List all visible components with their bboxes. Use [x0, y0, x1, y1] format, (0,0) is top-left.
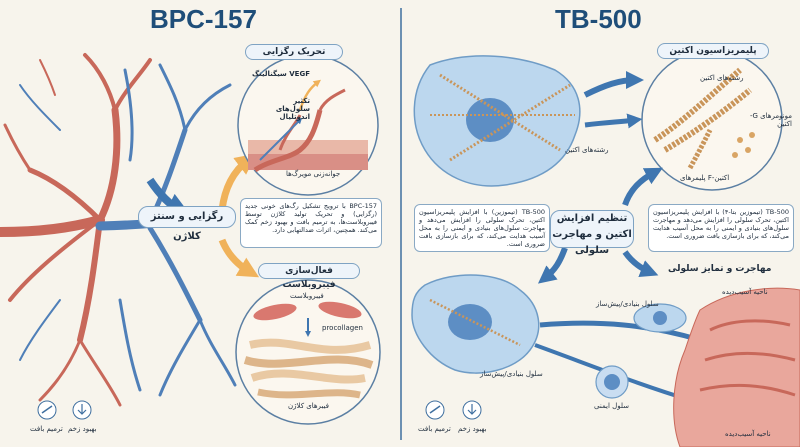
right-description-left-text: TB-500 (تیموزین) با افزایش پلیمریزاسیون …: [419, 208, 545, 248]
procollagen-label: procollagen: [322, 324, 363, 332]
right-description-left-box: TB-500 (تیموزین) با افزایش پلیمریزاسیون …: [414, 204, 550, 252]
capillary-label: جوانه‌زنی مویرگ‌ها: [286, 170, 341, 178]
migration-header: مهاجرت و تمایز سلولی: [668, 264, 772, 274]
angiogenesis-circle: [237, 54, 379, 196]
collagen-fibers-label: فیبرهای کلاژن: [288, 402, 329, 410]
migration-arrow-1: [539, 320, 708, 346]
actin-filaments-label: رشته‌های اکتین: [565, 146, 609, 154]
arrow-to-angiogenesis: [218, 153, 257, 211]
left-title: BPC-157: [150, 4, 257, 34]
arrow-to-migrating-cell: [537, 246, 568, 284]
injured-tissue: [673, 287, 800, 447]
left-footer-label-repair: ترمیم بافت: [30, 425, 63, 433]
actin-filaments-circle-label: رشته‌های اکتین: [700, 74, 744, 82]
arrow-regulation-up: [622, 167, 663, 207]
large-cell: [413, 55, 581, 187]
fibroblast-label: فیبروبلاست: [290, 292, 324, 300]
fibroblast-circle: [235, 279, 381, 425]
actin-polymerization-header: پلیمریزاسیون اکتین: [657, 43, 769, 59]
vegf-label: سیگنالینگ VEGF: [252, 70, 310, 78]
arrow-cell-to-actin: [583, 71, 644, 98]
f-actin-label: پلیمرهای F-اکتین: [680, 174, 730, 182]
right-title: TB-500: [555, 4, 642, 34]
angiogenesis-header: تحریک رگزایی: [245, 44, 343, 60]
right-footer-label-wound: بهبود زخم: [458, 425, 487, 433]
injury-label-bottom: ناحیه آسیب‌دیده: [725, 430, 771, 438]
right-footer-label-repair: ترمیم بافت: [418, 425, 451, 433]
immune-cell-label: سلول ایمنی: [594, 402, 629, 410]
injury-label-top: ناحیه آسیب‌دیده: [722, 288, 768, 296]
fibroblast-header: فعال‌سازی فیبروبلاست: [258, 263, 360, 290]
right-description-right-box: TB-500 (تیموزین بتا-۴) با افزایش پلیمریز…: [648, 204, 794, 252]
g-actin-label: مونومرهای G-اکتین: [749, 112, 792, 128]
arrow-regulation-down: [622, 250, 659, 278]
left-footer-icons: [37, 400, 92, 420]
right-footer-icons: [425, 400, 482, 420]
actin-polymerization-circle: [641, 49, 783, 191]
central-label: رگزایی و سنتز کلاژن: [138, 206, 236, 242]
stem-cell-right-label: سلول بنیادی/پیش‌ساز: [596, 300, 659, 308]
arrow-cell-to-actin-2: [584, 113, 643, 129]
right-description-right-text: TB-500 (تیموزین بتا-۴) با افزایش پلیمریز…: [653, 208, 790, 240]
arrow-to-fibroblast: [218, 238, 260, 278]
left-description-box: BPC-157 با ترویج تشکیل رگ‌های خونی جدید …: [240, 198, 382, 248]
left-footer-label-wound: بهبود زخم: [68, 425, 97, 433]
migrating-cell: [411, 274, 540, 374]
immune-cell: [595, 365, 629, 399]
left-description-text: BPC-157 با ترویج تشکیل رگ‌های خونی جدید …: [245, 202, 377, 234]
stem-cell-bottom-label: سلول بنیادی/پیش‌ساز: [480, 370, 543, 378]
endothelial-label: تکثیر سلول‌های اندوتلیال: [275, 97, 310, 121]
regulation-label: تنظیم افزایش اکتین و مهاجرت سلولی: [550, 210, 634, 256]
blood-vessel-tree: [0, 53, 237, 407]
stem-cell-right: [633, 303, 687, 333]
